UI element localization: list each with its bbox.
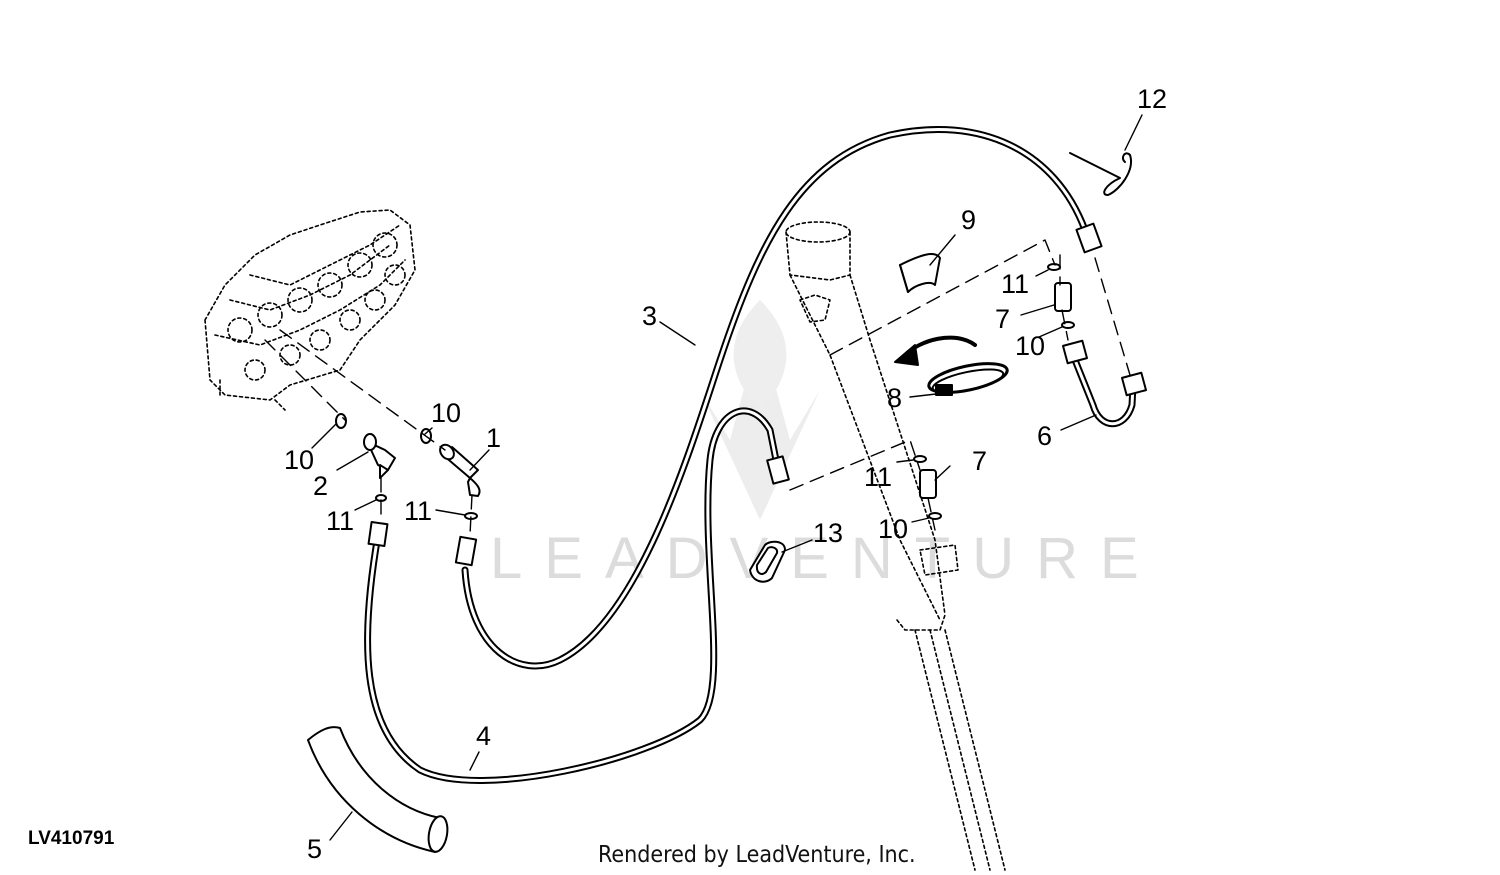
hose-end-fittings [367,222,1103,567]
fitting-2 [363,433,396,479]
callout-6: 6 [1037,421,1052,451]
callout-11a: 11 [326,506,354,536]
assembly-lines [264,239,1131,536]
callout-10a: 10 [284,445,314,475]
control-valve [204,209,416,411]
hose-guard-5 [307,726,449,853]
adapter-7 [919,282,1072,499]
callout-7a: 7 [995,304,1010,334]
hose-3 [461,125,1089,670]
callout-10c: 10 [1015,331,1045,361]
callout-7b: 7 [972,446,987,476]
callout-10d: 10 [878,514,908,544]
callout-8: 8 [887,383,902,413]
callout-3: 3 [642,301,657,331]
callout-11c: 11 [1001,269,1029,299]
callout-2: 2 [313,471,328,501]
callout-labels: 1 2 3 4 5 6 7 7 8 9 10 10 10 10 11 11 11… [284,84,1167,864]
callout-13: 13 [813,518,843,548]
hose-4 [364,407,782,784]
clip-13 [749,540,786,583]
callout-11d: 11 [864,462,892,492]
callout-1: 1 [486,423,501,453]
callout-11b: 11 [404,496,432,526]
tube-6 [1062,339,1147,428]
watermark-text: LEADVENTURE [490,526,1161,591]
rotate-arrow-icon [894,335,977,366]
retainer-12 [1069,152,1132,196]
callout-9: 9 [961,205,976,235]
callout-4: 4 [476,721,491,751]
hydraulic-cylinder [785,221,1006,871]
figure-id: LV410791 [28,828,115,849]
fitting-1 [439,443,481,497]
clamp-8 [927,362,1009,396]
watermark: LEADVENTURE [490,300,1161,591]
callout-10b: 10 [431,398,461,428]
clip-9 [899,253,941,293]
callout-5: 5 [307,834,322,864]
leader-lines [311,114,1143,841]
callout-12: 12 [1137,84,1167,114]
render-credit: Rendered by LeadVenture, Inc. [598,842,916,868]
